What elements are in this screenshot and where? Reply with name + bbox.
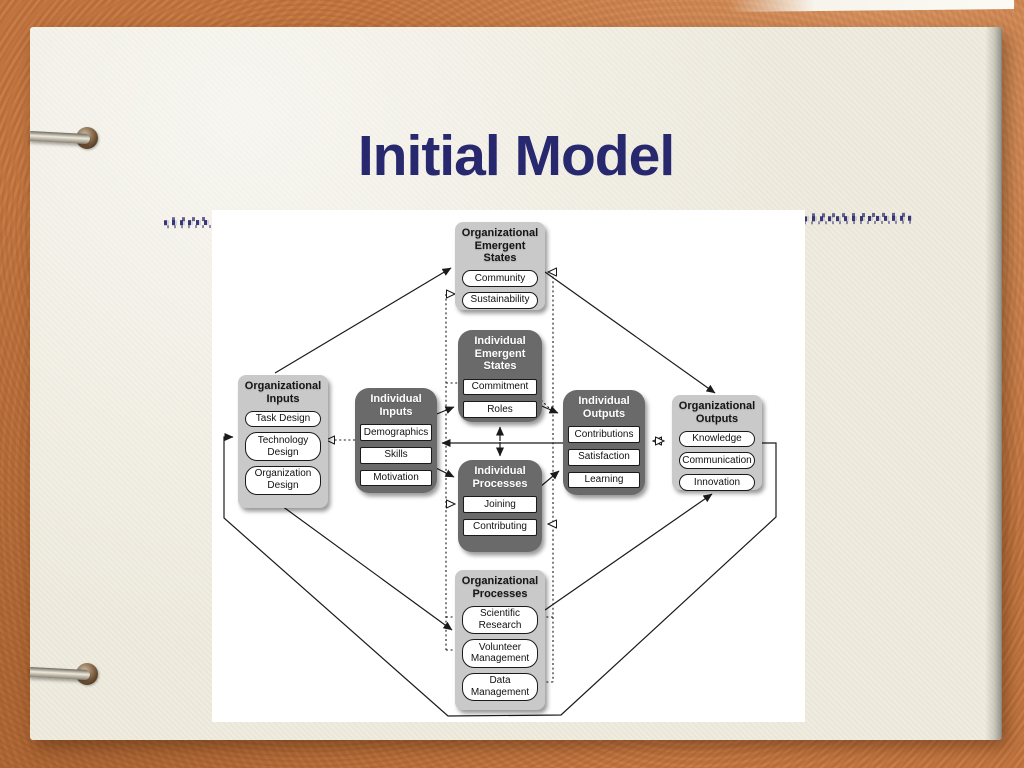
item-knowledge: Knowledge <box>679 430 755 448</box>
box-title: Organizational Emergent States <box>461 227 539 265</box>
page-right-edge <box>985 27 1002 740</box>
box-individual-emergent-states: Individual Emergent States Commitment Ro… <box>458 330 542 422</box>
solid-arrows <box>223 267 777 717</box>
box-organizational-emergent-states: Organizational Emergent States Community… <box>455 222 545 310</box>
item-contributing: Contributing <box>463 518 537 536</box>
item-technology-design: Technology Design <box>245 432 321 461</box>
box-title: Organizational Inputs <box>244 380 322 405</box>
item-contributions: Contributions <box>568 426 640 443</box>
box-title: Organizational Outputs <box>678 400 756 425</box>
diagram-panel: Organizational Emergent States Community… <box>212 210 805 722</box>
box-organizational-outputs: Organizational Outputs Knowledge Communi… <box>672 395 762 491</box>
item-scientific-research: Scientific Research <box>462 605 538 635</box>
item-roles: Roles <box>463 401 537 419</box>
item-learning: Learning <box>568 471 640 489</box>
item-satisfaction: Satisfaction <box>568 448 640 466</box>
binder-rod <box>29 667 91 681</box>
box-title: Individual Processes <box>472 465 528 490</box>
item-communication: Communication <box>679 452 755 470</box>
item-innovation: Innovation <box>679 474 755 491</box>
diagram-arrows <box>223 267 777 717</box>
box-title: Organizational Processes <box>461 575 539 600</box>
item-task-design: Task Design <box>245 410 321 428</box>
box-organizational-processes: Organizational Processes Scientific Rese… <box>455 570 545 710</box>
item-sustainability: Sustainability <box>462 291 538 309</box>
slide-title: Initial Model <box>357 124 675 188</box>
binder-ring-bottom <box>29 663 110 689</box>
box-individual-outputs: Individual Outputs Contributions Satisfa… <box>563 390 645 495</box>
item-demographics: Demographics <box>360 424 432 441</box>
box-title: Individual Inputs <box>370 393 422 418</box>
item-organization-design: Organization Design <box>245 465 321 495</box>
binder-ring-top <box>29 127 110 153</box>
slide-page: Initial Model <box>29 27 1002 740</box>
box-organizational-inputs: Organizational Inputs Task Design Techno… <box>238 375 328 508</box>
item-community: Community <box>462 270 538 287</box>
page-stack-sliver <box>728 0 1015 12</box>
box-individual-inputs: Individual Inputs Demographics Skills Mo… <box>355 388 437 493</box>
box-title: Individual Outputs <box>578 395 630 420</box>
box-title: Individual Emergent States <box>474 335 526 373</box>
item-data-management: Data Management <box>462 672 538 702</box>
box-individual-processes: Individual Processes Joining Contributin… <box>458 460 542 552</box>
item-commitment: Commitment <box>463 378 537 396</box>
item-volunteer-management: Volunteer Management <box>462 639 538 668</box>
binder-rod <box>29 131 91 145</box>
item-motivation: Motivation <box>360 469 432 487</box>
item-joining: Joining <box>463 496 537 513</box>
item-skills: Skills <box>360 446 432 464</box>
